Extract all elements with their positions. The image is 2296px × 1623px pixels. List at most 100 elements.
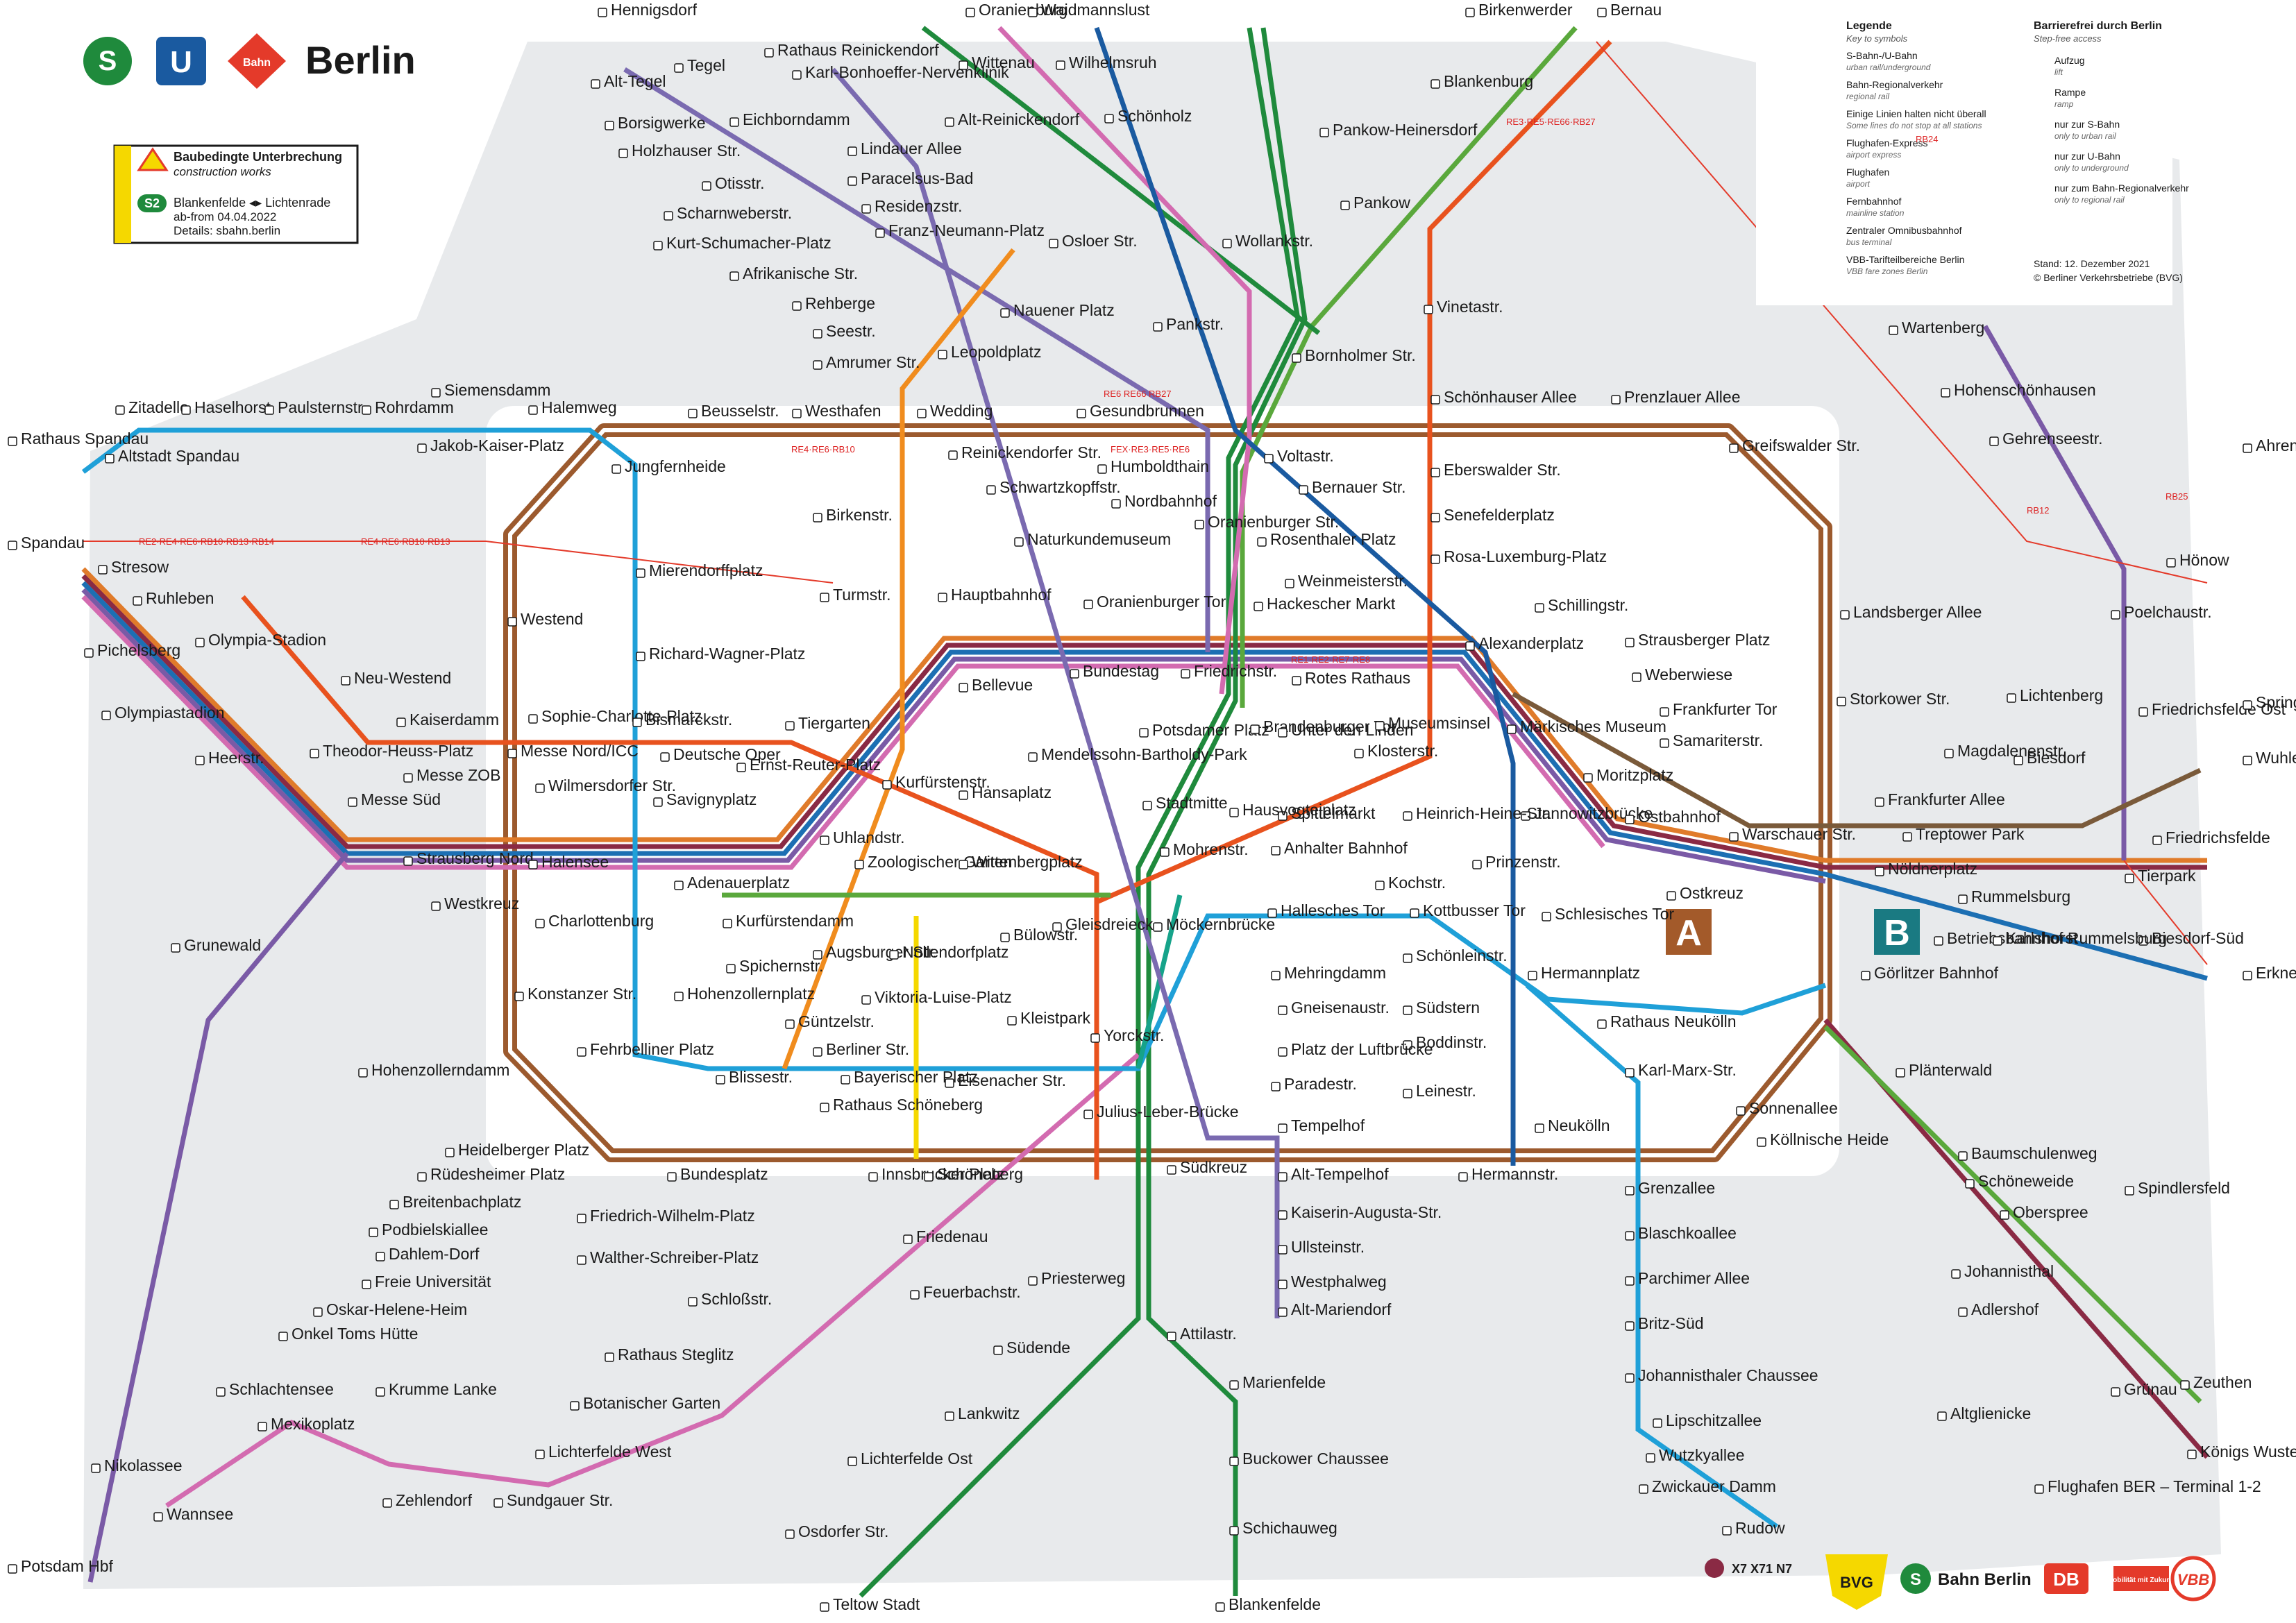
station[interactable]: Zitadelle bbox=[115, 398, 189, 416]
station[interactable]: Rosenthaler Platz bbox=[1257, 530, 1396, 548]
station[interactable]: Heerstr. bbox=[195, 749, 264, 767]
station[interactable]: Adlershof bbox=[1958, 1300, 2039, 1318]
station[interactable]: Spichernstr. bbox=[726, 957, 823, 975]
station[interactable]: Botanischer Garten bbox=[570, 1394, 720, 1412]
station[interactable]: Wartenberg bbox=[1889, 318, 1984, 337]
station[interactable]: Pankstr. bbox=[1153, 315, 1224, 333]
station[interactable]: Magdalenenstr. bbox=[1944, 742, 2066, 760]
station[interactable]: Zeuthen bbox=[2180, 1373, 2252, 1391]
station[interactable]: Naturkundemuseum bbox=[1014, 530, 1171, 548]
station[interactable]: Treptower Park bbox=[1902, 825, 2025, 843]
station[interactable]: Julius-Leber-Brücke bbox=[1083, 1103, 1239, 1121]
station[interactable]: Kaiserdamm bbox=[396, 711, 499, 729]
station[interactable]: Schöneweide bbox=[1965, 1172, 2074, 1190]
station[interactable]: Mendelssohn-Bartholdy-Park bbox=[1028, 745, 1247, 763]
station[interactable]: Wilmersdorfer Str. bbox=[535, 776, 676, 794]
station[interactable]: Freie Universität bbox=[362, 1273, 491, 1291]
station[interactable]: Schönleinstr. bbox=[1403, 946, 1508, 965]
station[interactable]: Friedrichsfelde bbox=[2152, 829, 2270, 847]
station[interactable]: Osloer Str. bbox=[1049, 232, 1138, 250]
station[interactable]: Friedrichsfelde Ost bbox=[2138, 700, 2286, 718]
station[interactable]: Messe Nord/ICC bbox=[507, 742, 639, 760]
station[interactable]: Alt-Tempelhof bbox=[1278, 1165, 1389, 1183]
station[interactable]: Bernauer Str. bbox=[1299, 478, 1406, 496]
station[interactable]: Vinetastr. bbox=[1424, 298, 1503, 316]
station[interactable]: Johannisthaler Chaussee bbox=[1625, 1366, 1818, 1384]
station[interactable]: Hohenschönhausen bbox=[1941, 381, 2096, 399]
station[interactable]: Leopoldplatz bbox=[938, 343, 1041, 361]
station[interactable]: Warschauer Str. bbox=[1729, 825, 1856, 843]
station[interactable]: Grunewald bbox=[171, 936, 261, 954]
station[interactable]: Parchimer Allee bbox=[1625, 1269, 1750, 1287]
station[interactable]: Pankow bbox=[1340, 194, 1410, 212]
station[interactable]: Ruhleben bbox=[133, 589, 214, 607]
station[interactable]: Scharnweberstr. bbox=[664, 204, 792, 222]
station[interactable]: Attilastr. bbox=[1167, 1325, 1237, 1343]
station[interactable]: Museumsinsel bbox=[1375, 714, 1490, 732]
station[interactable]: Wuhletal bbox=[2243, 749, 2296, 767]
station[interactable]: Jungfernheide bbox=[611, 457, 726, 475]
station[interactable]: Sophie-Charlotte-Platz bbox=[528, 707, 702, 725]
station[interactable]: Hallesches Tor bbox=[1267, 901, 1385, 919]
station[interactable]: Blankenfelde bbox=[1215, 1595, 1321, 1613]
station[interactable]: Potsdam Hbf bbox=[8, 1557, 114, 1575]
station[interactable]: Britz-Süd bbox=[1625, 1314, 1704, 1332]
station[interactable]: Westkreuz bbox=[431, 894, 519, 912]
station[interactable]: Wannsee bbox=[153, 1505, 233, 1523]
station[interactable]: Wollankstr. bbox=[1222, 232, 1313, 250]
station[interactable]: Hansaplatz bbox=[959, 783, 1052, 801]
station[interactable]: Schichauweg bbox=[1229, 1519, 1337, 1537]
station[interactable]: Heidelberger Platz bbox=[445, 1141, 589, 1159]
station[interactable]: Hermannstr. bbox=[1458, 1165, 1558, 1183]
station[interactable]: Greifswalder Str. bbox=[1729, 436, 1860, 454]
station[interactable]: Kleistpark bbox=[1007, 1009, 1090, 1027]
station[interactable]: Prenzlauer Allee bbox=[1611, 388, 1741, 406]
station[interactable]: Paulsternstr. bbox=[264, 398, 366, 416]
station[interactable]: Biesdorf-Süd bbox=[2138, 929, 2244, 947]
station[interactable]: Holzhauser Str. bbox=[618, 142, 741, 160]
station[interactable]: Alexanderplatz bbox=[1465, 634, 1584, 652]
station[interactable]: Neukölln bbox=[1535, 1116, 1610, 1135]
station[interactable]: Hohenzollernplatz bbox=[674, 985, 815, 1003]
station[interactable]: Reinickendorfer Str. bbox=[948, 443, 1101, 461]
station[interactable]: Ostkreuz bbox=[1666, 884, 1744, 902]
station[interactable]: Samariterstr. bbox=[1660, 731, 1763, 749]
station[interactable]: Stresow bbox=[98, 558, 169, 576]
station[interactable]: Köllnische Heide bbox=[1757, 1130, 1889, 1148]
station[interactable]: Bayerischer Platz bbox=[841, 1068, 978, 1086]
station[interactable]: Klosterstr. bbox=[1354, 742, 1438, 760]
station[interactable]: Siemensdamm bbox=[431, 381, 550, 399]
station[interactable]: Stadtmitte bbox=[1142, 794, 1228, 812]
station[interactable]: Humboldthain bbox=[1097, 457, 1209, 475]
station[interactable]: Eichborndamm bbox=[729, 110, 850, 128]
station[interactable]: Plänterwald bbox=[1896, 1061, 1992, 1079]
station[interactable]: Priesterweg bbox=[1028, 1269, 1125, 1287]
station[interactable]: Rohrdamm bbox=[362, 398, 454, 416]
station[interactable]: Fehrbelliner Platz bbox=[577, 1040, 714, 1058]
station[interactable]: Märkisches Museum bbox=[1507, 717, 1666, 736]
station[interactable]: Rathaus Neukölln bbox=[1597, 1012, 1737, 1030]
station[interactable]: Zoologischer Garten bbox=[854, 853, 1012, 871]
station[interactable]: Mierendorffplatz bbox=[636, 561, 763, 579]
station[interactable]: Gesundbrunnen bbox=[1077, 402, 1204, 420]
station[interactable]: Altstadt Spandau bbox=[105, 447, 239, 465]
station[interactable]: Franz-Neumann-Platz bbox=[875, 221, 1045, 239]
station[interactable]: Wilhelmsruh bbox=[1056, 53, 1157, 71]
station[interactable]: Leinestr. bbox=[1403, 1082, 1476, 1100]
station[interactable]: Betriebsbahnhof Rummelsburg bbox=[1934, 929, 2167, 947]
station[interactable]: Alt-Mariendorf bbox=[1278, 1300, 1392, 1318]
station[interactable]: Teltow Stadt bbox=[820, 1595, 920, 1613]
station[interactable]: Kurfürstendamm bbox=[723, 912, 854, 930]
station[interactable]: Birkenstr. bbox=[813, 506, 893, 524]
station[interactable]: Wedding bbox=[917, 402, 993, 420]
station[interactable]: Mexikoplatz bbox=[258, 1415, 355, 1433]
station[interactable]: Südkreuz bbox=[1167, 1158, 1247, 1176]
station[interactable]: Gehrenseestr. bbox=[1989, 430, 2102, 448]
station[interactable]: Yorckstr. bbox=[1090, 1026, 1164, 1044]
station[interactable]: Paracelsus-Bad bbox=[847, 169, 973, 187]
station[interactable]: Johannisthal bbox=[1951, 1262, 2054, 1280]
station[interactable]: Hönow bbox=[2166, 551, 2229, 569]
station[interactable]: Unter den Linden bbox=[1278, 721, 1413, 739]
station[interactable]: Hennigsdorf bbox=[598, 1, 698, 19]
station[interactable]: Richard-Wagner-Platz bbox=[636, 645, 805, 663]
